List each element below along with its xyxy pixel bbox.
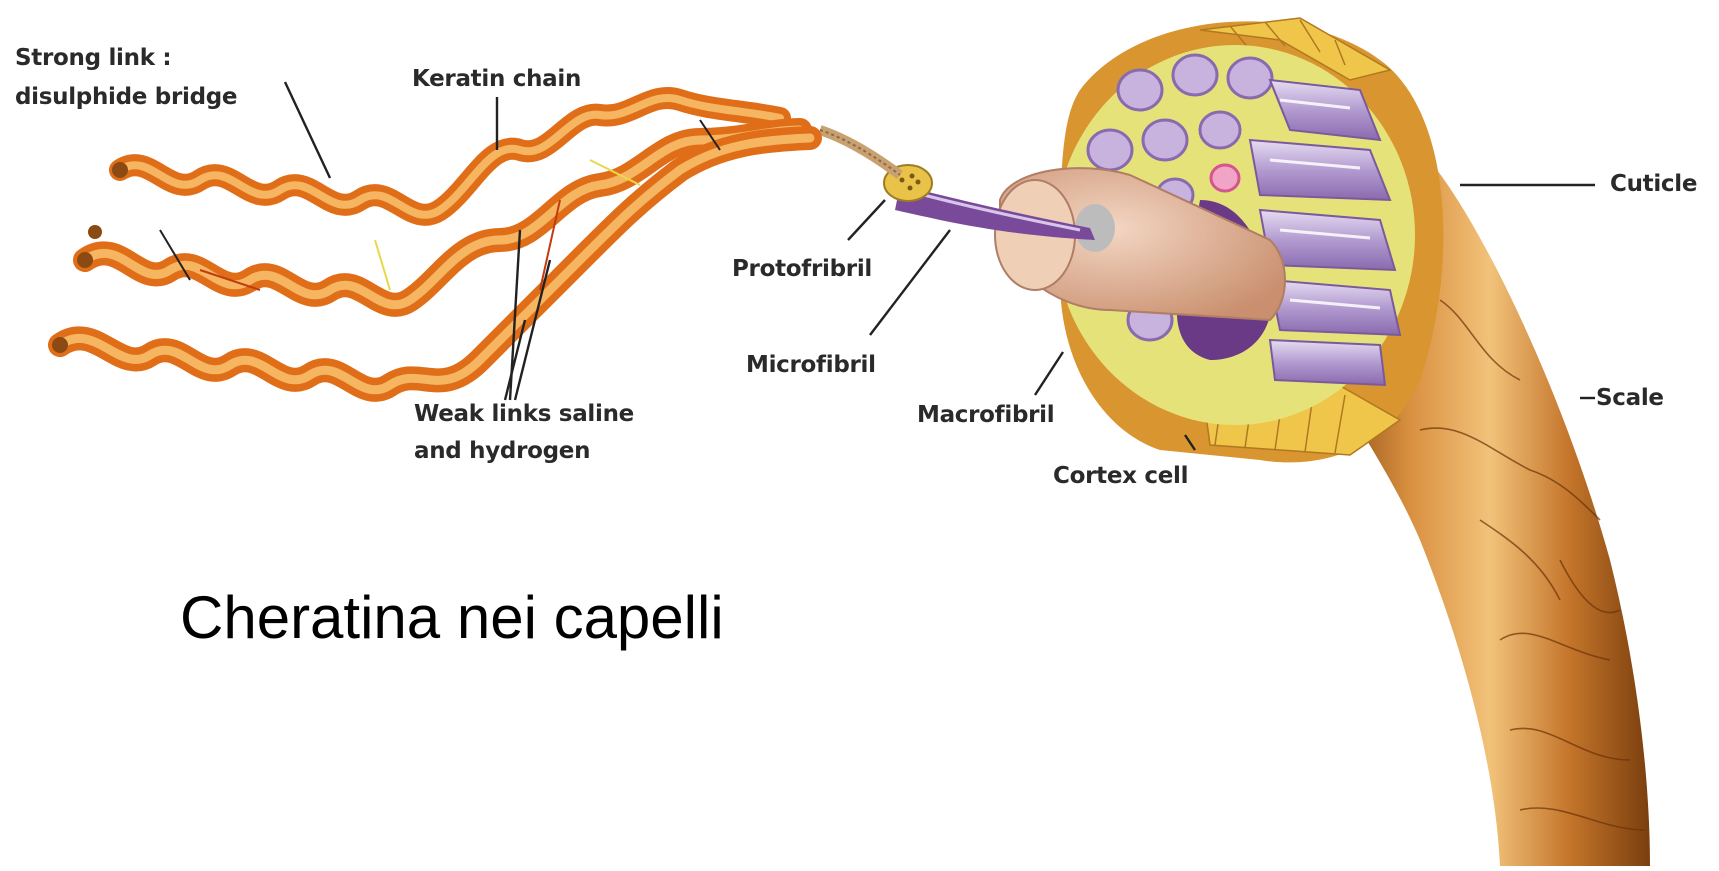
- caption-title: Cheratina nei capelli: [180, 583, 724, 652]
- label-weak-links-1: Weak links saline: [414, 401, 634, 427]
- keratin-helices: [52, 98, 810, 390]
- label-strong-link-2: disulphide bridge: [15, 84, 237, 110]
- label-cortex-cell: Cortex cell: [1053, 463, 1188, 489]
- label-macrofibril: Macrofibril: [917, 402, 1054, 428]
- label-protofibril: Protofribril: [732, 256, 872, 282]
- label-scale: Scale: [1596, 385, 1664, 411]
- label-weak-links-2: and hydrogen: [414, 438, 590, 464]
- protofibril: [820, 130, 932, 201]
- label-cuticle: Cuticle: [1610, 171, 1697, 197]
- label-microfibril: Microfibril: [746, 352, 876, 378]
- label-strong-link-1: Strong link :: [15, 45, 171, 71]
- label-keratin-chain: Keratin chain: [412, 66, 581, 92]
